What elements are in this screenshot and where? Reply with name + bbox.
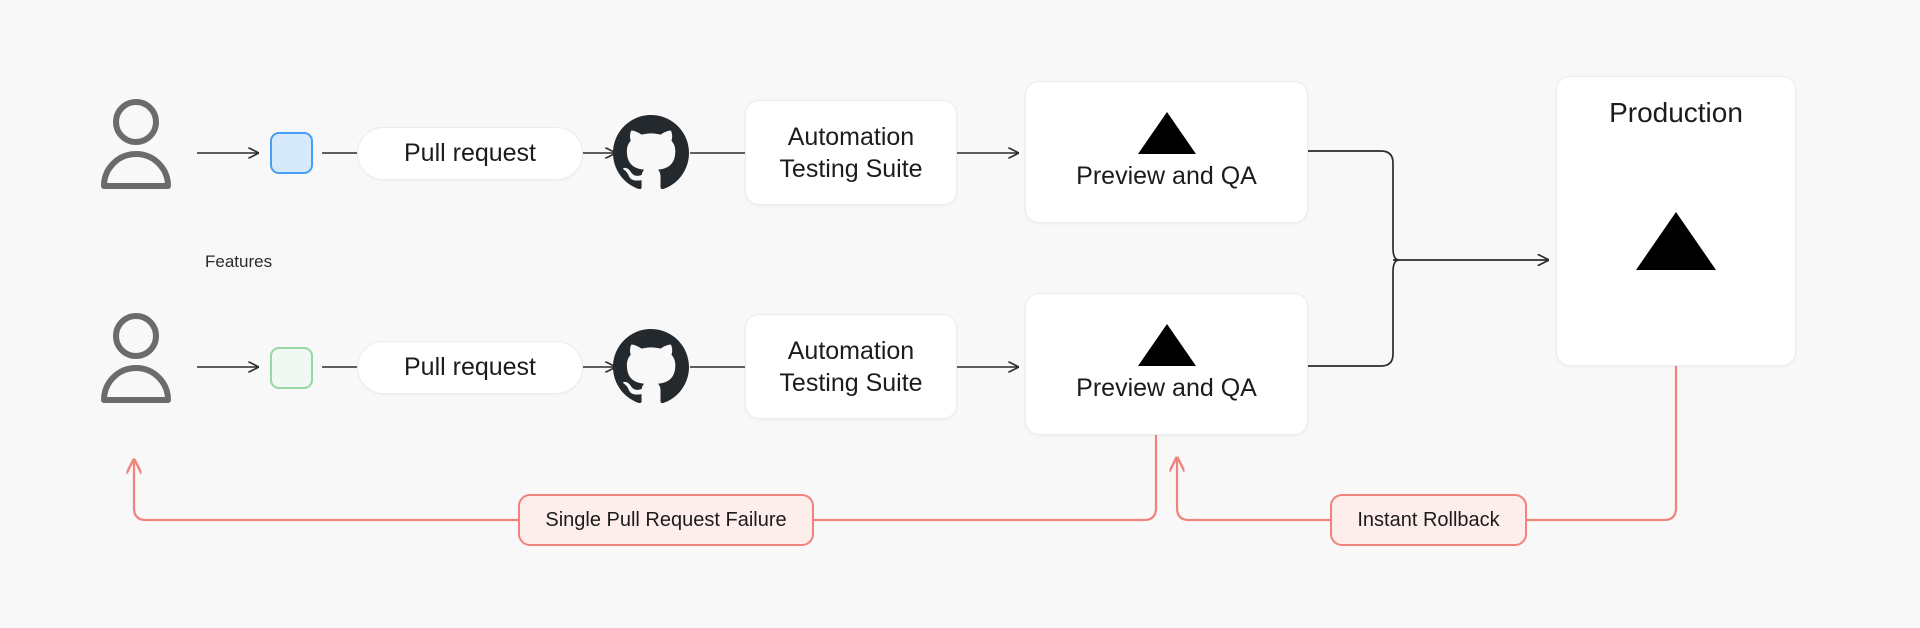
instant-rollback-pill[interactable]: Instant Rollback (1330, 494, 1527, 546)
status-chip-green[interactable] (270, 347, 313, 389)
instant-rollback-label: Instant Rollback (1357, 508, 1500, 531)
vercel-triangle-icon-bottom (1137, 324, 1196, 366)
pull-request-label: Pull request (403, 139, 537, 167)
automation-testing-suite-label: Automation Testing Suite (779, 336, 923, 397)
connector-preview-top-to-merge (1308, 150, 1400, 261)
pull-request-pill-bottom[interactable]: Pull request (357, 341, 583, 394)
vercel-triangle-icon-top (1137, 112, 1196, 154)
preview-and-qa-label: Preview and QA (1076, 162, 1257, 190)
automation-testing-suite-card-bottom[interactable]: Automation Testing Suite (745, 314, 957, 419)
person-icon-top (96, 98, 176, 190)
production-title: Production (1609, 97, 1743, 128)
preview-and-qa-label: Preview and QA (1076, 374, 1257, 402)
preview-and-qa-card-bottom[interactable]: Preview and QA (1025, 293, 1308, 435)
github-icon-top (613, 115, 689, 191)
automation-testing-suite-label: Automation Testing Suite (779, 122, 923, 183)
connector-preview-bottom-to-merge (1308, 259, 1400, 367)
automation-testing-suite-card-top[interactable]: Automation Testing Suite (745, 100, 957, 205)
pull-request-pill-top[interactable]: Pull request (357, 127, 583, 180)
features-caption: Features (205, 252, 273, 271)
preview-and-qa-card-top[interactable]: Preview and QA (1025, 81, 1308, 223)
single-pull-request-failure-label: Single Pull Request Failure (545, 508, 787, 531)
github-icon-bottom (613, 329, 689, 405)
production-card[interactable]: Production (1556, 76, 1796, 366)
pull-request-label: Pull request (403, 353, 537, 381)
vercel-triangle-icon-production (1636, 212, 1716, 270)
person-icon-bottom (96, 312, 176, 404)
status-chip-blue[interactable] (270, 132, 313, 174)
single-pull-request-failure-pill[interactable]: Single Pull Request Failure (518, 494, 814, 546)
